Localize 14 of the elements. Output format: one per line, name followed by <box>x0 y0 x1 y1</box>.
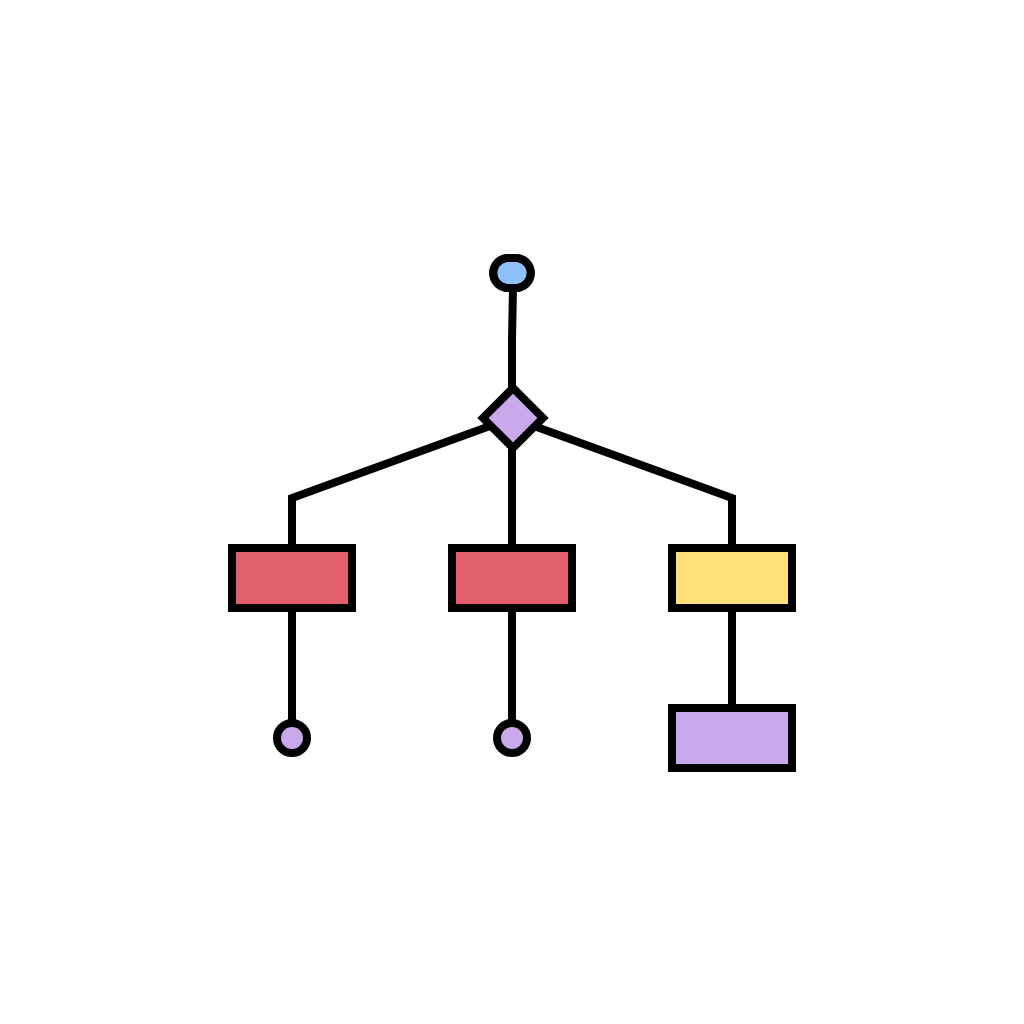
node-circle <box>493 718 531 756</box>
node-box <box>228 543 356 611</box>
connector <box>288 421 492 547</box>
connector <box>508 447 516 547</box>
connector <box>508 287 517 387</box>
connector <box>288 607 296 722</box>
connector <box>532 421 736 547</box>
connector <box>508 607 516 722</box>
node-box <box>668 543 796 611</box>
node-diamond <box>477 381 549 453</box>
node-circle <box>273 718 311 756</box>
connector <box>728 607 736 707</box>
node-box <box>448 543 576 611</box>
node-box <box>668 703 796 771</box>
